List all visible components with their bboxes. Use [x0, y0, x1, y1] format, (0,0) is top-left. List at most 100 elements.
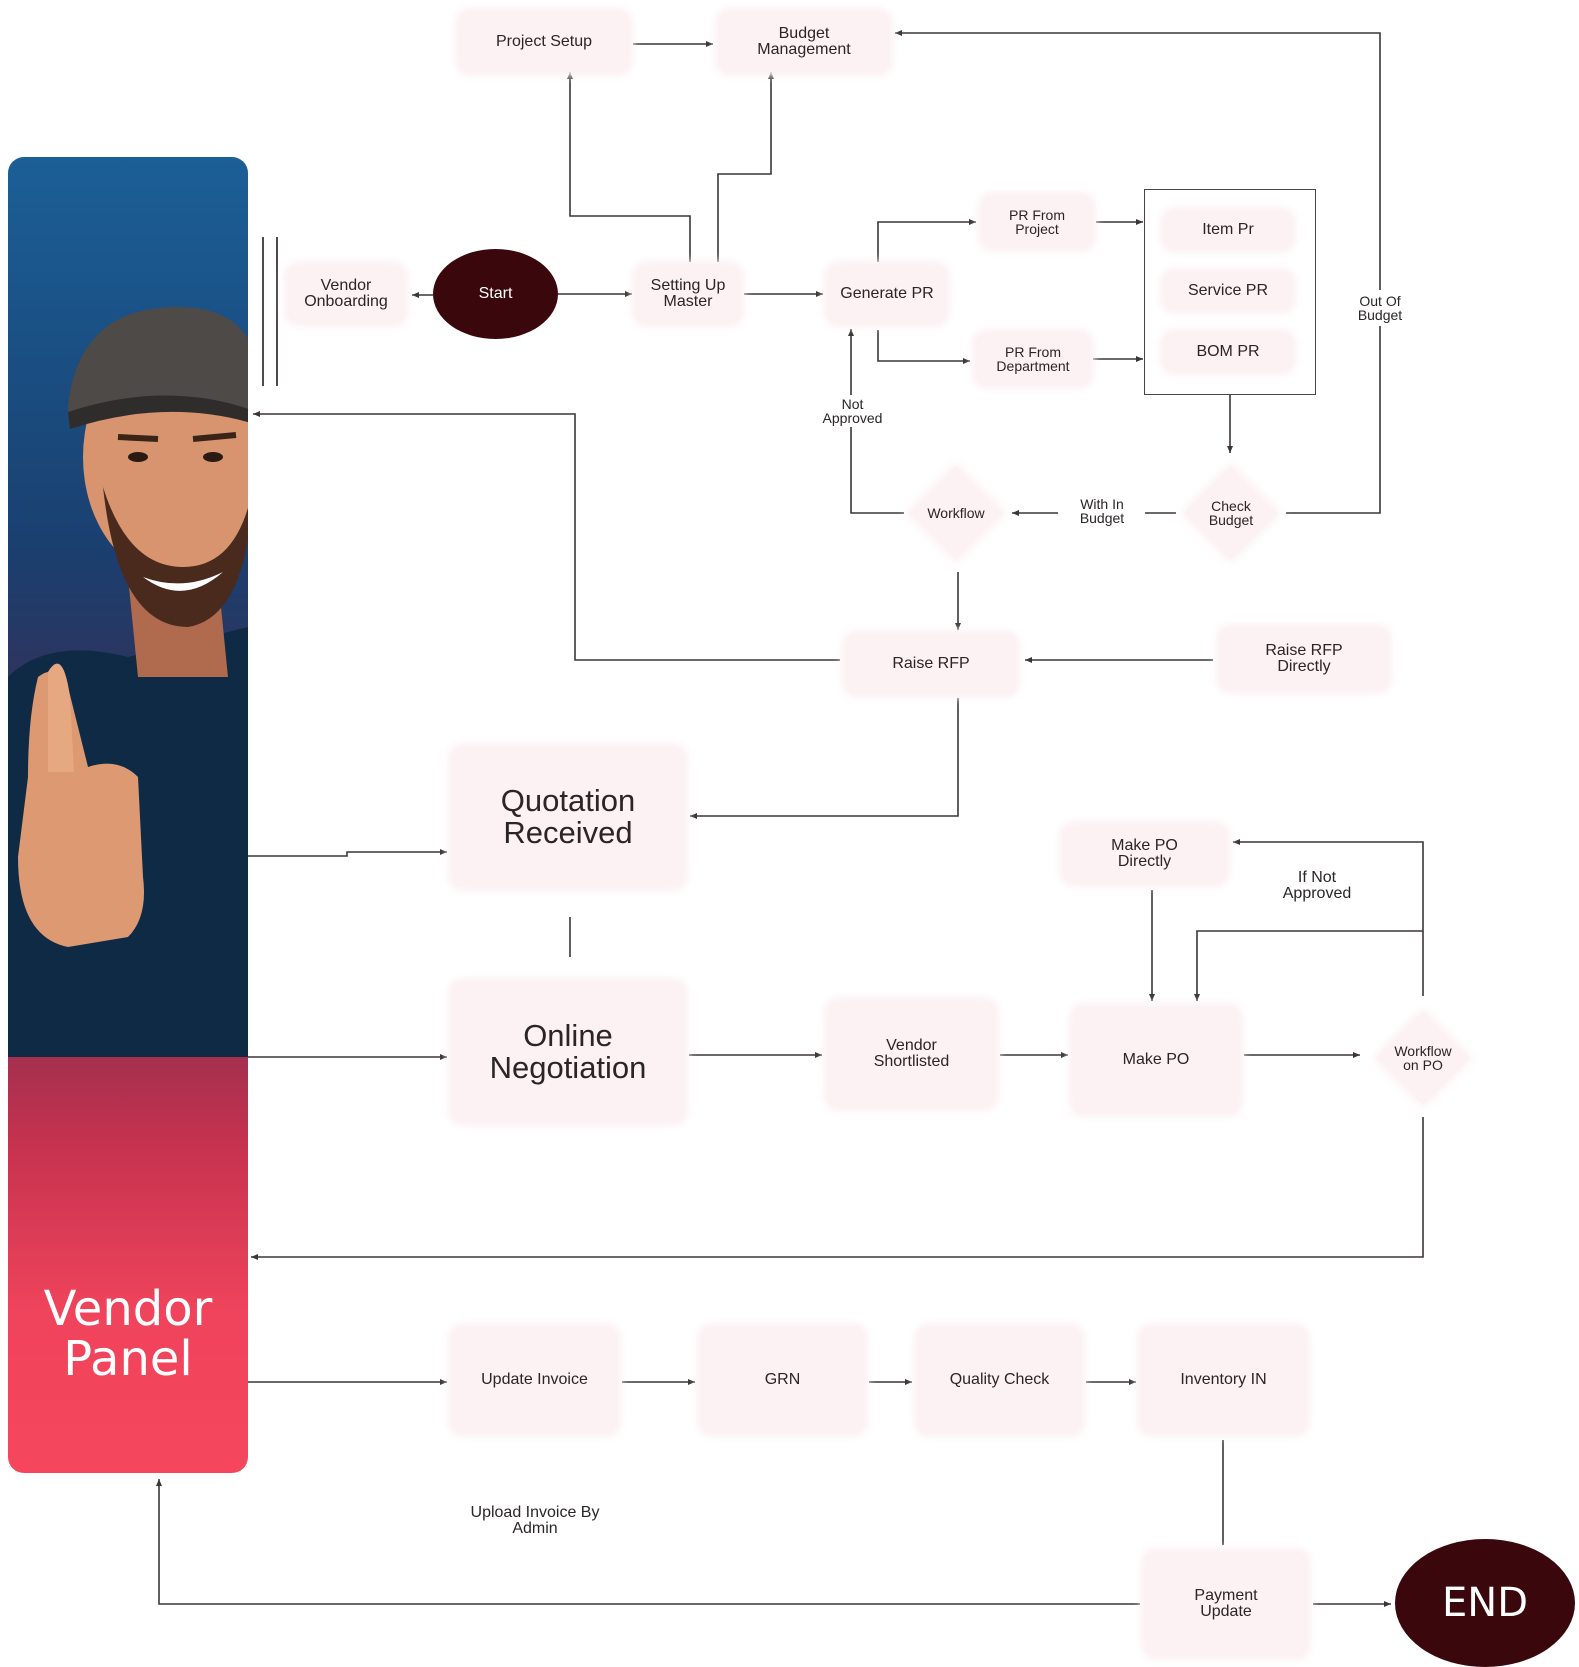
node-pr-from-department-line2: Department [996, 358, 1070, 374]
node-project-setup-label: Project Setup [495, 33, 593, 50]
node-generate-pr: Generate PR [828, 265, 946, 323]
label-not-approved-line2: Approved [822, 410, 883, 426]
label-upload-invoice-line2: Admin [512, 1520, 558, 1537]
node-pr-from-project-line2: Project [1015, 221, 1059, 237]
vendor-panel: Vendor Panel [8, 157, 248, 1473]
node-project-setup: Project Setup [459, 12, 629, 72]
node-pr-from-department: PR From Department [976, 333, 1090, 385]
node-budget-management: Budget Management [719, 12, 889, 72]
node-pr-from-project: PR From Project [982, 196, 1092, 248]
node-workflow: Workflow [908, 465, 1004, 561]
vendor-panel-title-line2: Panel [63, 1331, 193, 1387]
label-within-budget: With In Budget [1062, 497, 1142, 525]
node-quality-check-label: Quality Check [949, 1371, 1050, 1388]
node-workflow-on-po: Workflow on PO [1366, 1007, 1480, 1109]
node-start-label: Start [478, 285, 513, 302]
label-upload-invoice: Upload Invoice By Admin [455, 1505, 615, 1537]
node-service-pr-label: Service PR [1187, 282, 1269, 299]
node-check-budget: Check Budget [1181, 465, 1281, 561]
node-make-po-directly-line1: Make PO [1111, 837, 1178, 854]
node-end: END [1395, 1539, 1575, 1667]
node-setting-up-master: Setting Up Master [636, 265, 740, 323]
node-online-negotiation: Online Negotiation [452, 982, 684, 1122]
node-bom-pr-label: BOM PR [1196, 343, 1260, 360]
workflow-label: Workflow [927, 505, 985, 521]
node-item-pr: Item Pr [1164, 211, 1292, 249]
edge-wfpo-to-panel [251, 1117, 1424, 1260]
check-budget-line2: Budget [1208, 512, 1254, 528]
node-make-po: Make PO [1073, 1007, 1239, 1113]
edge-wfpo-to-direct [1233, 839, 1424, 996]
node-payment-update-line1: Payment [1194, 1587, 1258, 1604]
node-quotation-received-line1: Quotation [500, 783, 636, 818]
node-payment-update: Payment Update [1145, 1552, 1307, 1656]
node-grn-label: GRN [764, 1371, 801, 1388]
node-vendor-shortlisted-line2: Shortlisted [873, 1053, 950, 1070]
label-within-budget-line2: Budget [1079, 510, 1125, 526]
node-online-negotiation-line2: Negotiation [489, 1050, 647, 1085]
edge-payment-to-panel [156, 1479, 1140, 1605]
label-out-of-budget-line1: Out Of [1359, 293, 1401, 309]
node-item-pr-label: Item Pr [1202, 221, 1254, 238]
node-make-po-directly: Make PO Directly [1063, 825, 1226, 883]
node-quotation-received-line2: Received [503, 815, 633, 850]
edge-out-of-budget [895, 30, 1381, 514]
edge-panel-to-quotation [248, 849, 447, 857]
label-within-budget-line1: With In [1080, 496, 1124, 512]
node-raise-rfp-directly: Raise RFP Directly [1220, 628, 1388, 690]
node-inventory-in-label: Inventory IN [1180, 1371, 1267, 1388]
node-raise-rfp-label: Raise RFP [892, 655, 970, 672]
node-pr-from-department-line1: PR From [1005, 344, 1061, 360]
node-grn: GRN [701, 1327, 864, 1433]
node-raise-rfp-directly-line2: Directly [1277, 658, 1331, 675]
node-payment-update-line2: Update [1200, 1603, 1252, 1620]
edge-rfp-to-quotation [690, 698, 959, 819]
node-online-negotiation-line1: Online [523, 1018, 613, 1053]
label-upload-invoice-line1: Upload Invoice By [470, 1504, 600, 1521]
node-update-invoice: Update Invoice [452, 1327, 617, 1433]
edge-master-to-budget [717, 72, 774, 262]
edge-not-approved [848, 329, 904, 514]
label-out-of-budget: Out Of Budget [1338, 290, 1422, 326]
node-vendor-shortlisted-line1: Vendor [886, 1037, 937, 1054]
node-make-po-directly-line2: Directly [1117, 853, 1172, 870]
node-raise-rfp-directly-line1: Raise RFP [1265, 642, 1343, 659]
edge-generate-to-pr-dept [877, 330, 970, 364]
node-vendor-onboarding-line2: Onboarding [304, 293, 388, 310]
vendor-panel-title: Vendor Panel [8, 1284, 248, 1384]
workflow-on-po-label: Workflow on PO [1366, 1007, 1480, 1109]
edge-rfp-to-panel [253, 411, 840, 661]
label-if-not-approved: If Not Approved [1262, 870, 1372, 902]
node-budget-management-line2: Management [757, 41, 851, 58]
node-vendor-shortlisted: Vendor Shortlisted [828, 1001, 995, 1107]
node-start: Start [433, 249, 558, 339]
label-if-not-approved-line1: If Not [1297, 869, 1337, 886]
workflow-on-po-line1: Workflow [1394, 1043, 1452, 1059]
workflow-on-po-line2: on PO [1403, 1057, 1443, 1073]
edge-master-to-project-setup [567, 72, 691, 262]
node-raise-rfp: Raise RFP [846, 634, 1016, 694]
node-end-label: END [1442, 1580, 1528, 1626]
label-out-of-budget-line2: Budget [1357, 307, 1403, 323]
smiling-man-thumbs-up-image [8, 307, 248, 1057]
node-quotation-received: Quotation Received [452, 747, 684, 887]
node-setting-up-master-line2: Master [663, 293, 713, 310]
edge-wfpo-to-makepo [1194, 930, 1423, 1001]
node-inventory-in: Inventory IN [1141, 1327, 1306, 1433]
node-vendor-onboarding-line1: Vendor [320, 277, 372, 294]
edge-generate-to-pr-project [877, 219, 976, 262]
check-budget-line1: Check [1211, 498, 1251, 514]
node-vendor-onboarding: Vendor Onboarding [288, 265, 404, 323]
node-budget-management-line1: Budget [778, 25, 830, 42]
node-update-invoice-label: Update Invoice [481, 1371, 588, 1388]
check-budget-label: Check Budget [1181, 465, 1281, 561]
label-if-not-approved-line2: Approved [1282, 885, 1352, 902]
node-service-pr: Service PR [1164, 272, 1292, 310]
node-quality-check: Quality Check [918, 1327, 1081, 1433]
label-not-approved: Not Approved [805, 395, 900, 427]
node-setting-up-master-line1: Setting Up [650, 277, 726, 294]
node-make-po-label: Make PO [1122, 1051, 1190, 1068]
node-pr-from-project-line1: PR From [1009, 207, 1065, 223]
node-bom-pr: BOM PR [1164, 333, 1292, 371]
